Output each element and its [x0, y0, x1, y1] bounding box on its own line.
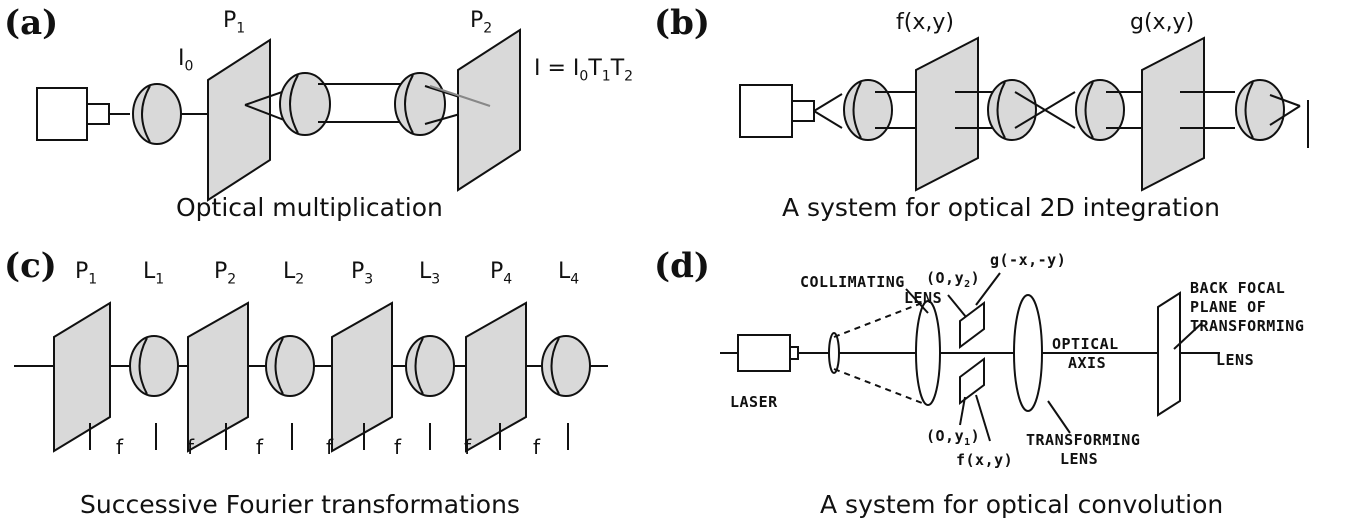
lens-2	[279, 72, 331, 136]
back-focal-plane-label: BACK FOCAL PLANE OF TRANSFORMING	[1190, 279, 1305, 335]
label-i0: I0	[178, 46, 194, 75]
back-focal-plane	[1157, 291, 1181, 417]
caption-d: A system for optical convolution	[820, 490, 1224, 519]
lens-3	[394, 72, 446, 136]
collimating-lens-label: COLLIMATING LENS	[800, 273, 943, 307]
plane-f	[915, 36, 979, 192]
oy2-label: (O,y2)	[926, 269, 981, 290]
lens-l4	[541, 335, 591, 397]
panel-b-tag: (b)	[654, 3, 710, 43]
plane-p1	[207, 38, 271, 202]
lens-4	[1235, 79, 1285, 141]
panel-d-tag: (d)	[654, 246, 710, 286]
panel-a-tag: (a)	[4, 3, 59, 43]
label-l1: L1	[143, 259, 165, 288]
plane-g	[1141, 36, 1205, 192]
label-p4: P4	[490, 259, 513, 288]
f-mark: f	[533, 435, 541, 459]
label-p1: P1	[223, 8, 246, 37]
light-source-nozzle	[86, 103, 110, 125]
f-mark: f	[256, 435, 264, 459]
panel-c-diagram	[14, 301, 608, 453]
small-lens	[828, 332, 840, 374]
f-mark: f	[394, 435, 402, 459]
lens-2	[987, 79, 1037, 141]
label-p2: P2	[214, 259, 237, 288]
f-mark: f	[326, 435, 334, 459]
intensity-equation: I = I0T1T2	[534, 56, 634, 85]
light-source-nozzle	[791, 100, 815, 122]
panel-b-diagram	[739, 36, 1309, 192]
plane-f	[959, 357, 985, 405]
label-g-xy: g(x,y)	[1130, 10, 1195, 35]
laser-nozzle	[789, 346, 799, 360]
label-p3: P3	[351, 259, 374, 288]
label-p2: P2	[470, 8, 493, 37]
plane-p1	[53, 301, 111, 453]
lens-1	[843, 79, 893, 141]
lens-1	[132, 83, 182, 145]
label-l4: L4	[558, 259, 580, 288]
light-source-box	[36, 87, 88, 141]
transforming-lens	[1013, 294, 1043, 412]
lens-3	[1075, 79, 1125, 141]
label-f-xy: f(x,y)	[896, 10, 954, 35]
oy1-label: (O,y1)	[926, 427, 981, 448]
lens-l2	[265, 335, 315, 397]
plane-p2	[457, 28, 521, 192]
label-l3: L3	[419, 259, 441, 288]
light-source-box	[739, 84, 793, 138]
caption-b: A system for optical 2D integration	[782, 193, 1221, 222]
transforming-lens-label: TRANSFORMING LENS	[1026, 431, 1141, 468]
label-p1: P1	[75, 259, 98, 288]
f-mark: f	[464, 435, 472, 459]
lens-l1	[129, 335, 179, 397]
caption-a: Optical multiplication	[176, 193, 443, 222]
label-l2: L2	[283, 259, 305, 288]
panel-d-diagram	[720, 272, 1220, 442]
panel-b: (b) f(x,y) g(x,y) A system for optical 2…	[654, 0, 1367, 240]
f-label: f(x,y)	[956, 451, 1014, 469]
plane-p2	[187, 301, 249, 453]
panel-c: (c) P1 L1 P2 L2 P3 L3 P4 L4 f f f f f f …	[0, 245, 680, 529]
panel-a-diagram	[36, 28, 521, 202]
panel-c-tag: (c)	[4, 246, 57, 286]
caption-c: Successive Fourier transformations	[80, 490, 520, 519]
g-label: g(-x,-y)	[990, 251, 1067, 269]
plane-p4	[465, 301, 527, 453]
f-mark: f	[116, 435, 124, 459]
f-mark: f	[187, 435, 195, 459]
laser-box	[737, 334, 791, 372]
back-focal-lens-label: LENS	[1216, 351, 1255, 369]
optical-axis-label: OPTICAL AXIS	[1052, 335, 1119, 372]
panel-a: (a) P1 P2 I0 I = I0T1T2 Optical multipli…	[0, 0, 680, 240]
lens-l3	[405, 335, 455, 397]
collimating-lens	[915, 300, 941, 406]
laser-label: LASER	[730, 393, 778, 411]
plane-g	[959, 301, 985, 349]
plane-p3	[331, 301, 393, 453]
panel-d: (d) COLLIMATING LENS (O,y2) g(-x,-y) BAC…	[654, 245, 1367, 529]
